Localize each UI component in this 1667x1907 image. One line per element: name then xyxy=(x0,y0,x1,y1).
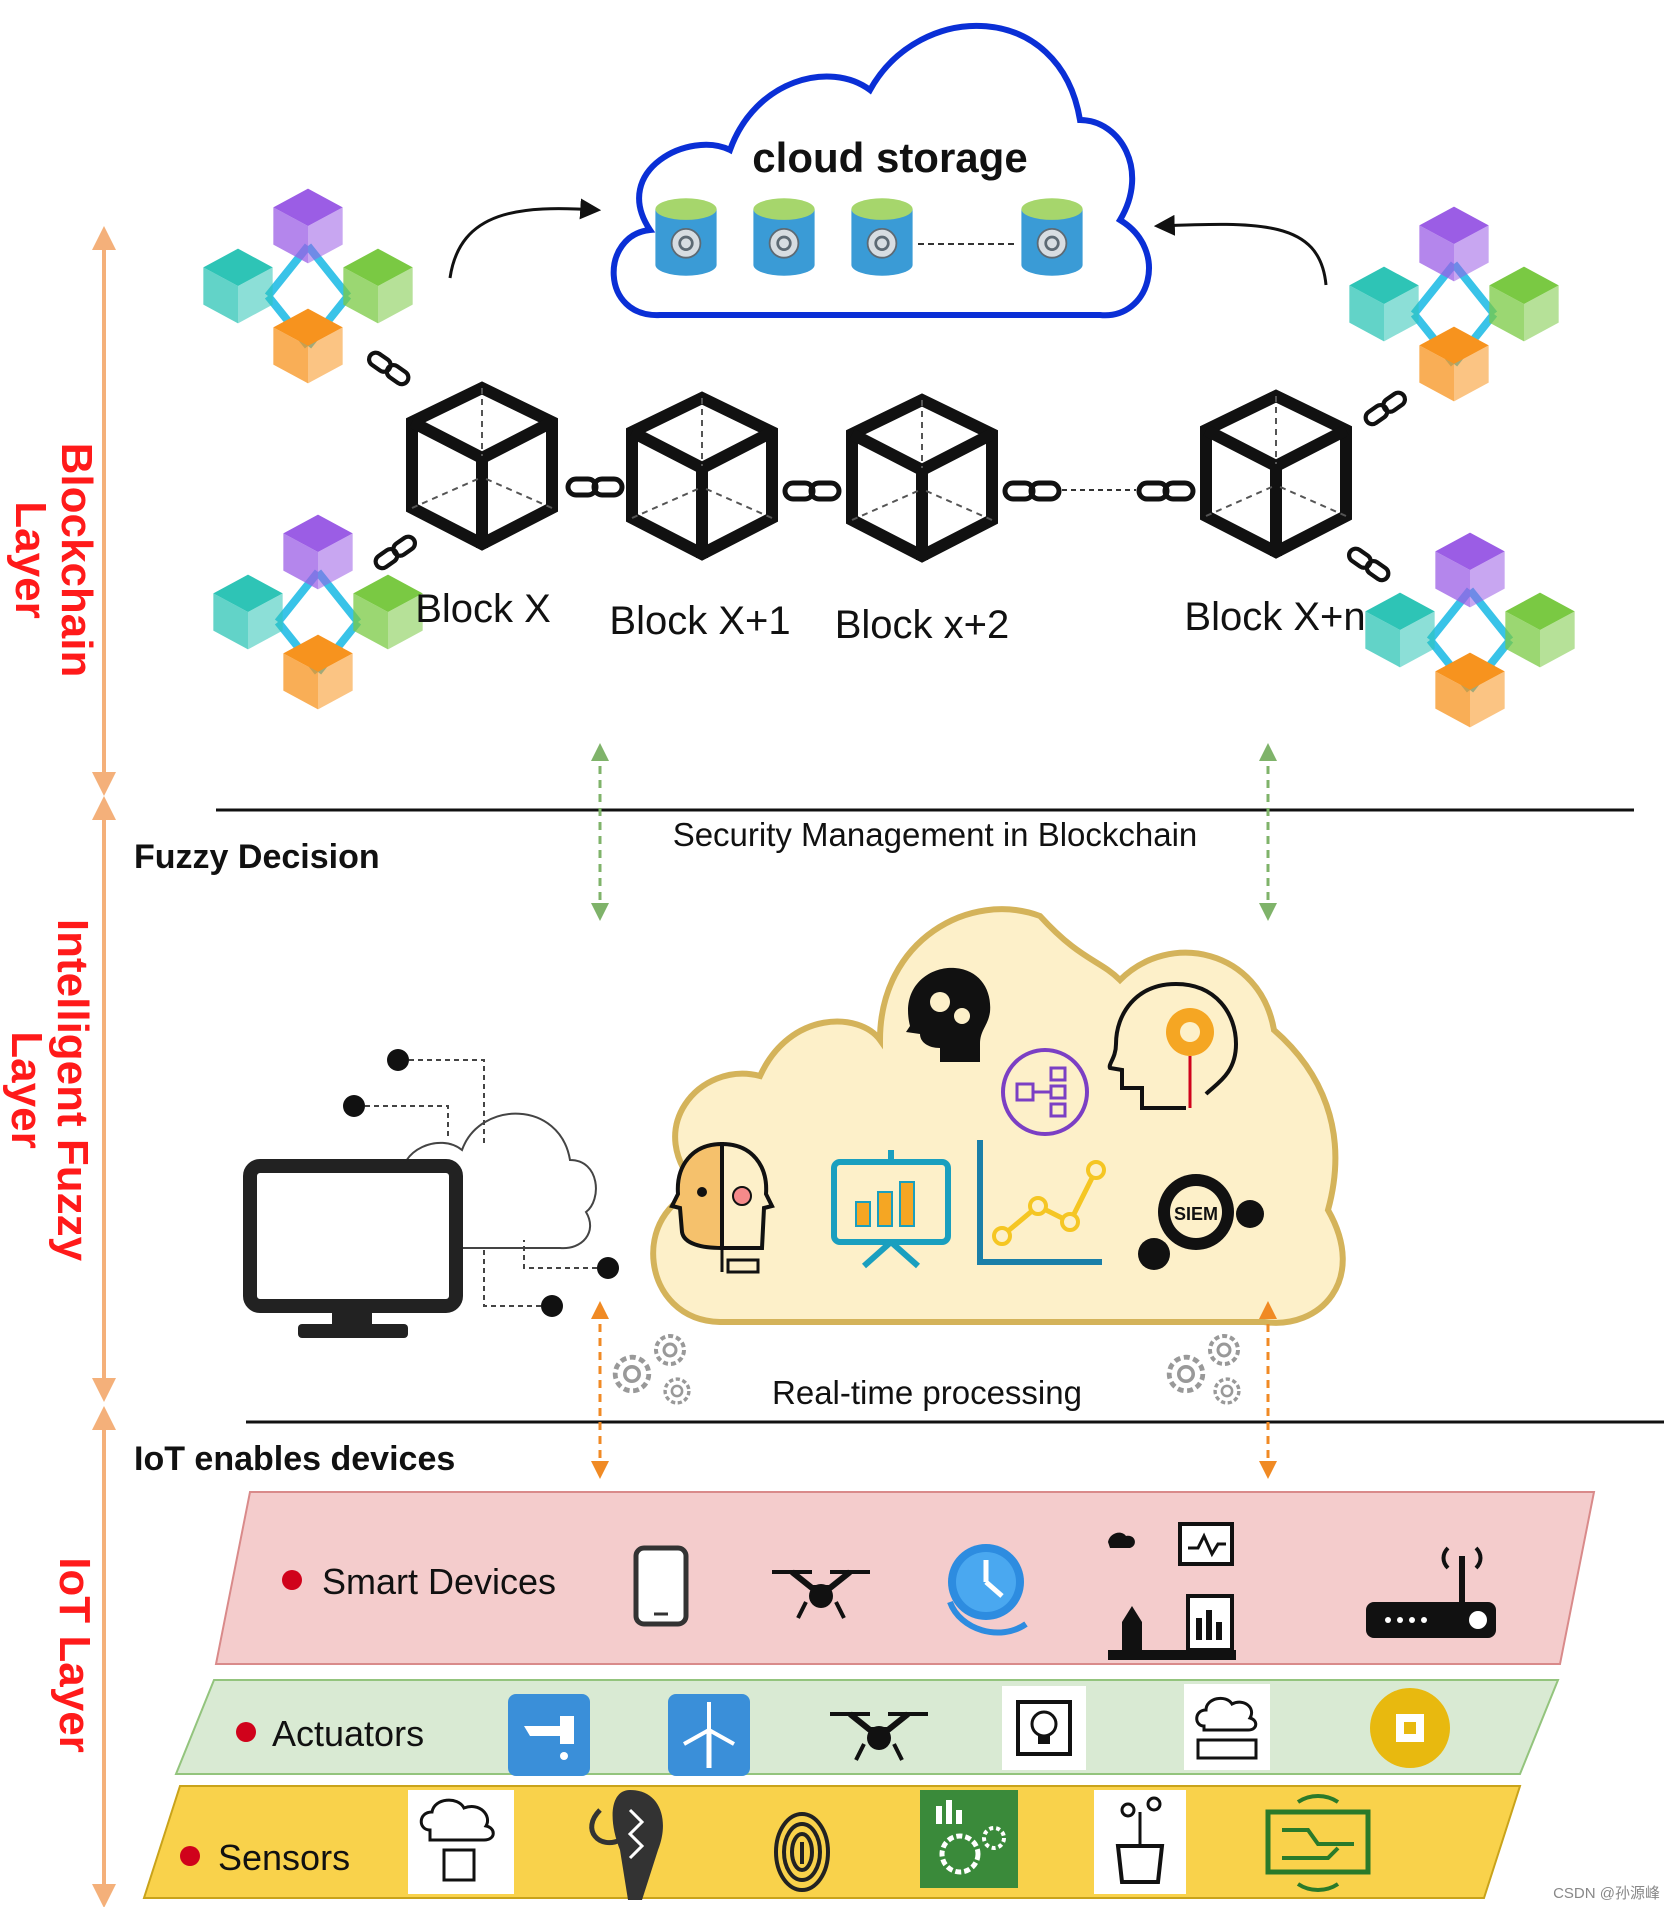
fuzzy-decision-title: Fuzzy Decision xyxy=(134,838,380,876)
chain-link-icon xyxy=(373,534,418,571)
monitor-cloud-icon xyxy=(243,1049,619,1338)
block-label: Block X+n xyxy=(1184,595,1365,639)
chip-wind-turbine-icon xyxy=(668,1694,750,1776)
gear-icon xyxy=(654,1334,686,1366)
svg-text:Layer: Layer xyxy=(2,1031,51,1148)
arrow-right-to-cloud xyxy=(1153,214,1328,286)
gear-chart-icon xyxy=(920,1790,1018,1888)
sensors-band: Sensors xyxy=(142,1785,1522,1900)
smart-devices-band: Smart Devices xyxy=(214,1491,1596,1665)
gear-icon xyxy=(1208,1334,1240,1366)
svg-text:SIEM: SIEM xyxy=(1174,1204,1218,1224)
line-graph-icon xyxy=(977,1140,1106,1265)
cloud-storage-title: cloud storage xyxy=(752,134,1027,181)
block-chain: Block X Block X+1 Block x+2 Block X+n xyxy=(412,388,1366,647)
sensors-label: Sensors xyxy=(218,1837,350,1878)
real-time-processing-label: Real-time processing xyxy=(772,1374,1082,1411)
chain-link-icon xyxy=(785,483,839,499)
database-icon xyxy=(654,196,718,278)
cloud-storage: cloud storage xyxy=(610,22,1152,319)
layer-label-blockchain: Blockchain Layer xyxy=(6,443,101,678)
chip-bulb-icon xyxy=(1002,1686,1086,1770)
drone-icon xyxy=(830,1711,928,1761)
block-label: Block x+2 xyxy=(835,603,1010,647)
database-icon xyxy=(1020,196,1084,278)
gear-icon xyxy=(1169,1357,1203,1391)
clock-icon xyxy=(947,1544,1028,1636)
gear-icon xyxy=(615,1357,649,1391)
svg-text:IoT Layer: IoT Layer xyxy=(50,1557,99,1753)
database-icon xyxy=(850,196,914,278)
bluetooth-earpiece-icon xyxy=(589,1790,663,1900)
chain-link-icon xyxy=(568,479,622,495)
iot-bucket-icon xyxy=(1094,1790,1186,1894)
block-label: Block X+1 xyxy=(609,599,790,643)
database-icon xyxy=(752,196,816,278)
router-icon xyxy=(1366,1546,1496,1638)
cube-cluster-top-right xyxy=(1349,206,1559,402)
block-icon xyxy=(852,400,992,560)
drone-icon xyxy=(772,1569,870,1619)
chain-link-icon xyxy=(1139,483,1193,499)
gold-chip-icon xyxy=(1370,1688,1450,1768)
smart-devices-label: Smart Devices xyxy=(322,1561,556,1602)
svg-text:Blockchain: Blockchain xyxy=(52,443,101,678)
block-icon xyxy=(1206,396,1346,556)
workflow-icon xyxy=(1001,1048,1089,1136)
chain-link-icon xyxy=(1363,390,1408,427)
smartphone-icon xyxy=(633,1545,689,1627)
cloud-control-icon xyxy=(1184,1684,1270,1770)
presentation-chart-icon xyxy=(831,1150,951,1269)
arrow-left-to-cloud xyxy=(448,198,602,279)
cube-cluster-bottom-right xyxy=(1365,532,1575,728)
ai-head-icon xyxy=(1107,982,1239,1110)
svg-text:Intelligent Fuzzy: Intelligent Fuzzy xyxy=(48,919,97,1262)
gear-icon xyxy=(1213,1377,1241,1405)
circuit-board-icon xyxy=(1265,1794,1371,1892)
security-management-label: Security Management in Blockchain xyxy=(673,816,1198,853)
layer-label-fuzzy: Intelligent Fuzzy Layer xyxy=(2,919,97,1262)
siem-gears-icon: SIEM xyxy=(1138,1174,1264,1270)
cloud-storage-outline xyxy=(610,22,1152,319)
cube-cluster-top-left xyxy=(203,188,413,384)
block-icon xyxy=(412,388,552,548)
block-icon xyxy=(632,398,772,558)
svg-text:Layer: Layer xyxy=(6,501,55,618)
cloud-sensor-icon xyxy=(408,1790,514,1894)
chain-link-icon xyxy=(1346,546,1391,583)
block-label: Block X xyxy=(415,587,551,631)
chain-link-icon xyxy=(1005,483,1059,499)
chip-faucet-icon xyxy=(508,1694,590,1776)
brain-gears-icon xyxy=(906,967,991,1062)
iot-devices-title: IoT enables devices xyxy=(134,1440,455,1478)
fingerprint-icon xyxy=(774,1812,830,1892)
gear-icon xyxy=(663,1377,691,1405)
actuators-label: Actuators xyxy=(272,1713,424,1754)
cube-cluster-bottom-left xyxy=(213,514,423,710)
actuators-band: Actuators xyxy=(174,1679,1560,1776)
layer-label-iot: IoT Layer xyxy=(50,1557,99,1753)
smart-farm-icon xyxy=(1108,1522,1236,1660)
watermark: CSDN @孙源峰 xyxy=(1553,1885,1660,1902)
chain-link-icon xyxy=(366,350,411,387)
robot-face-icon xyxy=(669,1141,775,1274)
